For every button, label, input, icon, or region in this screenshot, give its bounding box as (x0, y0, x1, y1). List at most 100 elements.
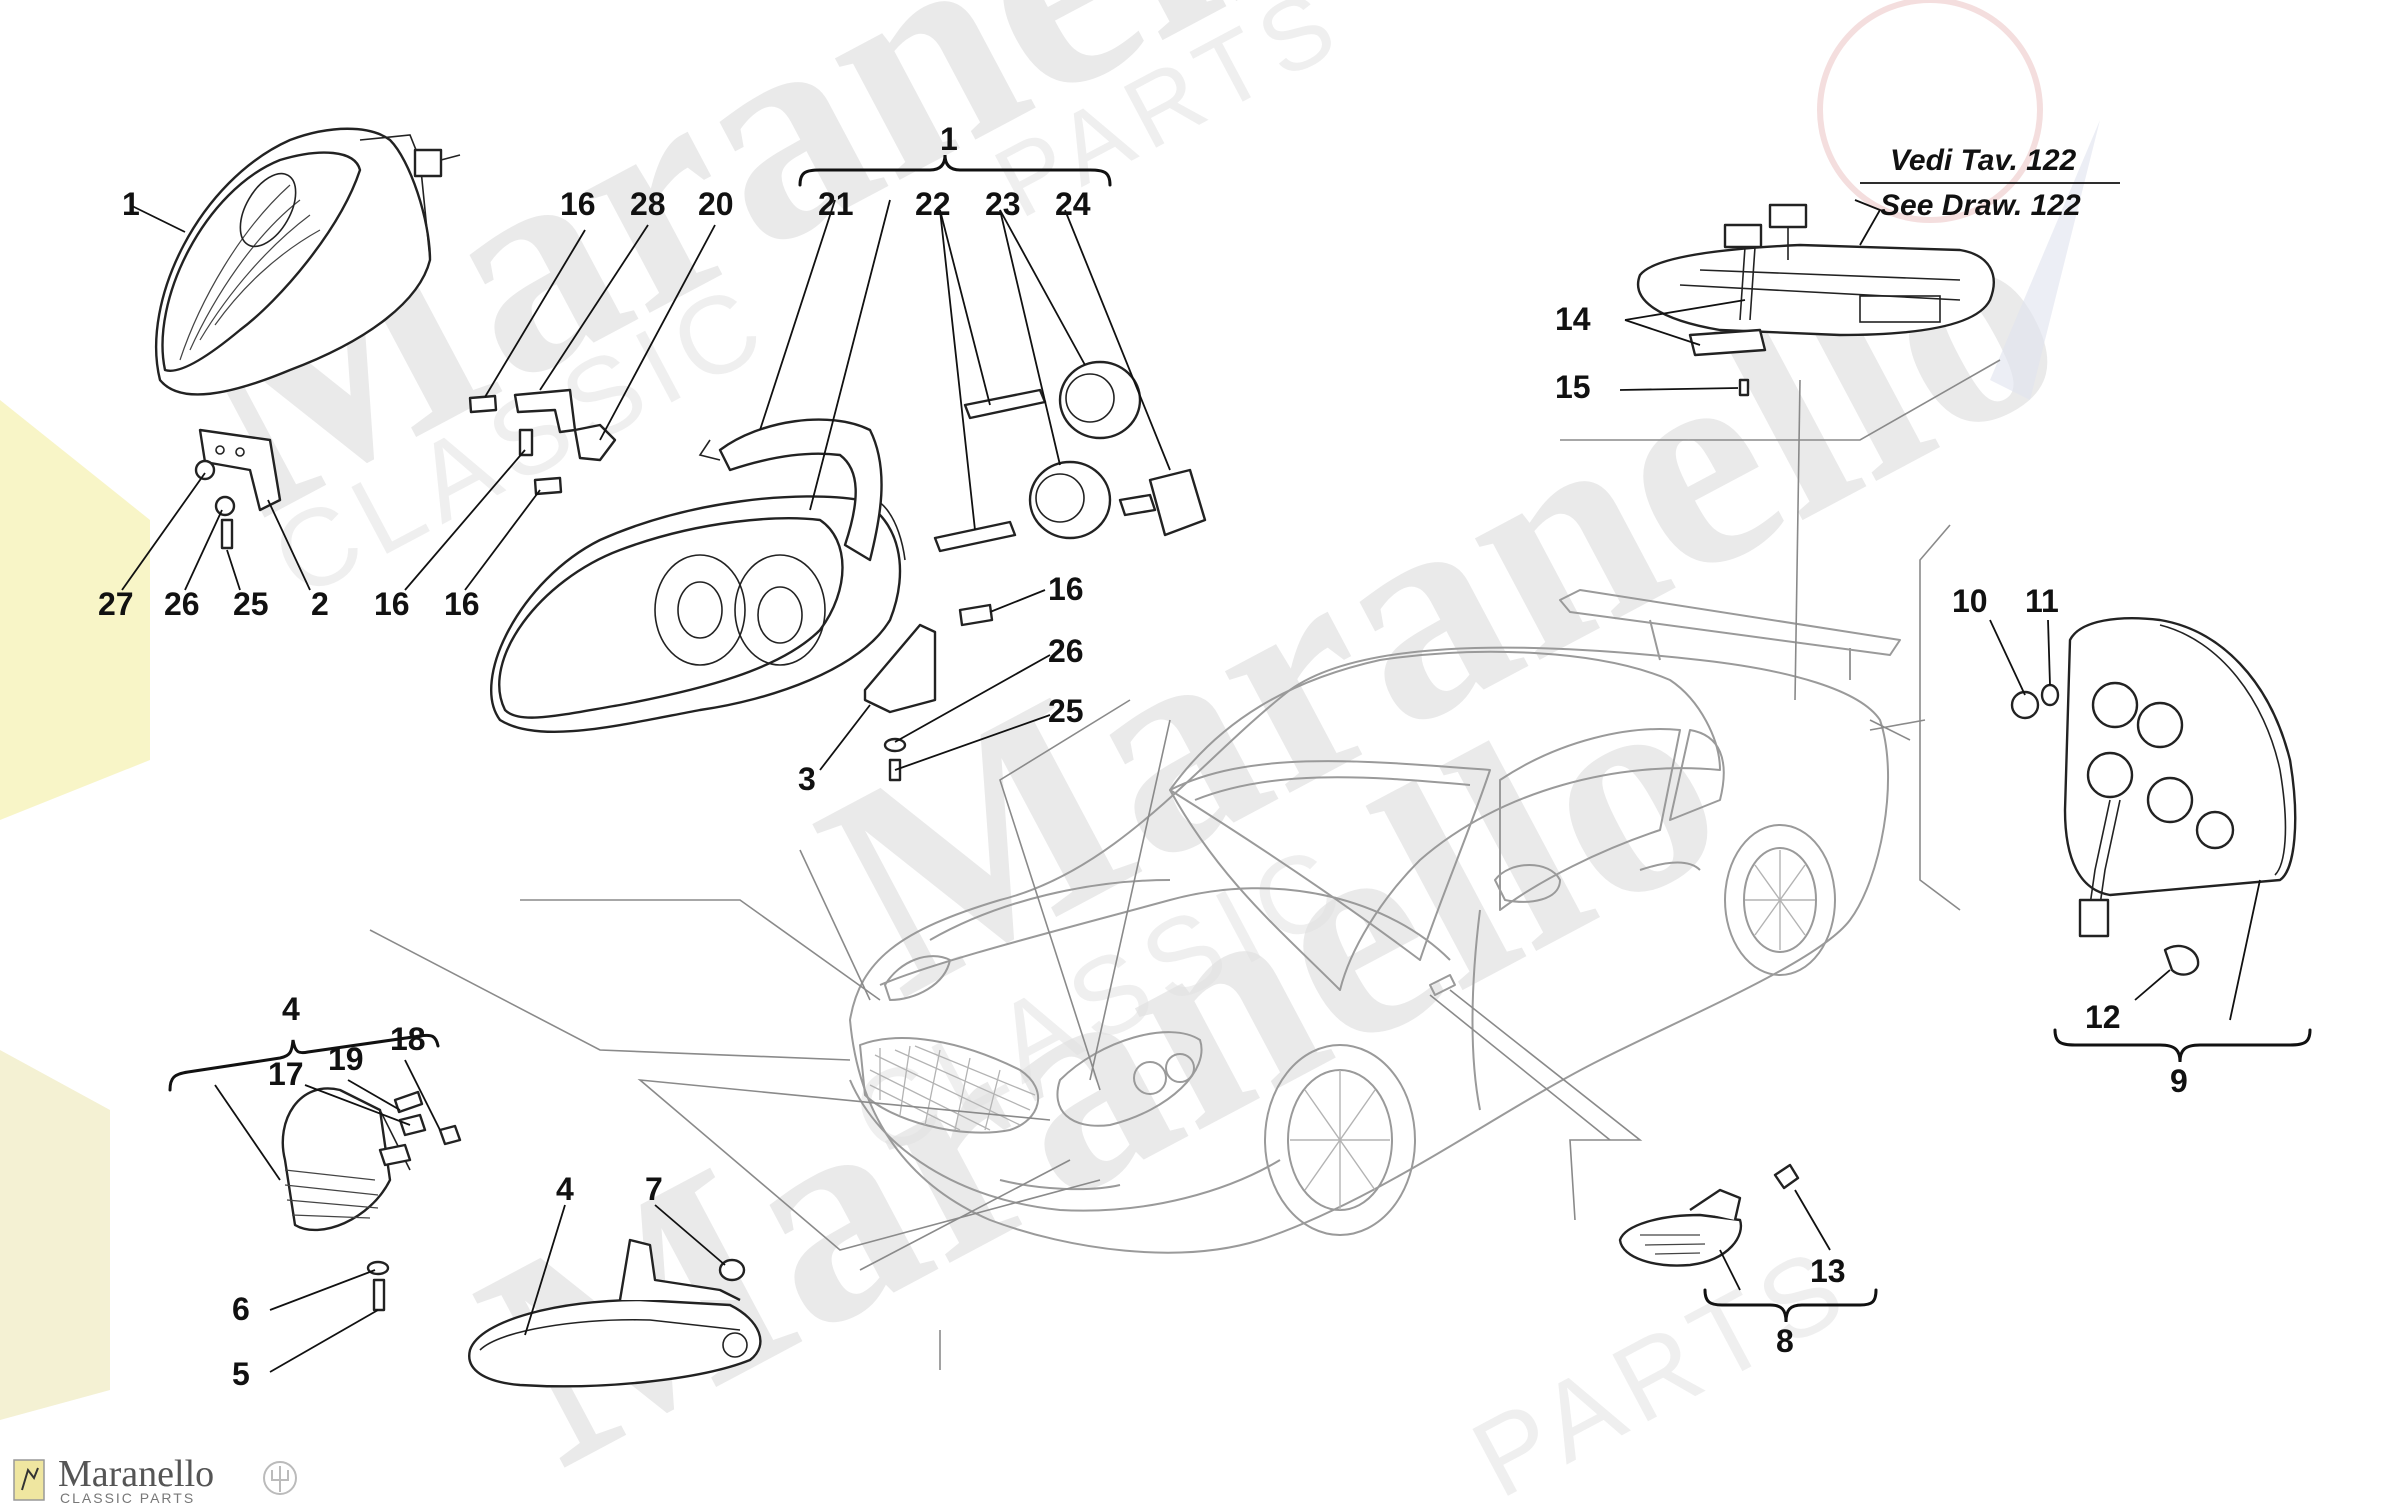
leader-21 (759, 199, 836, 431)
callout-16-d: 16 (1048, 571, 1084, 607)
leader-21b (809, 199, 891, 511)
car-mirror (1494, 864, 1561, 903)
leader-7 (654, 1204, 726, 1266)
headlight-exploded (404, 154, 1207, 782)
watermark-badge-left (0, 400, 150, 820)
logo-shield-icon (13, 1459, 45, 1501)
callout-13: 13 (1810, 1253, 1846, 1289)
callout-17: 17 (268, 1056, 304, 1092)
leader-6 (269, 1269, 376, 1311)
leader-14a (1624, 319, 1701, 346)
headlight-lens (161, 151, 362, 372)
reference-it: Vedi Tav. 122 (1890, 144, 2077, 177)
callout-22: 22 (915, 186, 951, 222)
logo-trident-mark (271, 1466, 289, 1492)
side-lamp-lens (479, 1318, 741, 1351)
guide-plate-light (1560, 359, 2001, 441)
leader-4b (524, 1204, 566, 1336)
plate-light-14 (1688, 328, 1767, 357)
washer-26 (214, 495, 236, 517)
callout-10: 10 (1952, 583, 1988, 619)
leader-22a (939, 209, 991, 406)
headlight-assembly-left (121, 127, 461, 591)
callout-19: 19 (328, 1041, 364, 1077)
leader-12 (2134, 969, 2171, 1001)
leader-5 (269, 1309, 379, 1373)
callout-23: 23 (985, 186, 1021, 222)
front-lamp-group (168, 1033, 462, 1373)
car-cabin (1169, 650, 1721, 991)
headlight-back (359, 134, 431, 261)
leader-18 (404, 1059, 441, 1131)
guide-headlight-2 (1089, 719, 1171, 1081)
leader-16a (484, 229, 586, 398)
callout-16-c: 16 (444, 586, 480, 622)
tail-socket-4 (2146, 776, 2194, 824)
callout-25-b: 25 (1048, 693, 1084, 729)
front-lamp-socket (378, 1143, 412, 1167)
leader-16d (989, 589, 1046, 613)
leader-24 (1064, 209, 1171, 471)
car-headlight-lens-2 (1165, 1053, 1195, 1083)
front-side-lamp (468, 1204, 762, 1388)
brace-group-1 (798, 154, 1112, 187)
bulb-12 (2163, 944, 2200, 976)
callout-11: 11 (2025, 583, 2059, 619)
tail-lamp-assembly (1989, 617, 2312, 1063)
callout-6: 6 (232, 1291, 250, 1327)
bulb-17 (398, 1113, 427, 1137)
side-lamp-body (468, 1298, 762, 1388)
side-repeater-body (1618, 1213, 1743, 1267)
leader-16b (404, 449, 526, 591)
logo-name: Maranello (58, 1453, 215, 1495)
callout-20: 20 (698, 186, 734, 222)
guide-plate-light-3 (1869, 719, 1911, 741)
nut-10 (2010, 690, 2040, 720)
callout-4-group: 4 (282, 991, 300, 1027)
screw-16-c (533, 476, 563, 496)
car-side-marker (1429, 974, 1456, 996)
cover-tab (698, 439, 721, 461)
car-side-window (1499, 728, 1681, 911)
callout-1-group: 1 (940, 121, 958, 157)
headlight-front-lens (498, 517, 844, 719)
bracket-hole (215, 445, 225, 455)
leader-26b (894, 654, 1051, 743)
side-repeater-back (1689, 1188, 1742, 1221)
headlight-reflector-left (677, 581, 723, 639)
bracket-28 (513, 388, 577, 434)
side-repeater-ribs (1640, 1234, 1706, 1255)
tail-socket-2 (2136, 701, 2184, 749)
brace-group-9 (2053, 1028, 2312, 1063)
cap-23-upper-inner (1065, 373, 1115, 423)
plate-light-connector (1723, 223, 1763, 249)
car-spoiler (1559, 589, 1901, 656)
guide-side-marker-2 (1429, 994, 1611, 1141)
logo-trident-icon (263, 1461, 297, 1495)
leader-8 (1719, 1249, 1741, 1291)
guide-plate-light-2 (1794, 379, 1801, 701)
car-front-spokes (1290, 1070, 1390, 1210)
motor-24-shaft (1118, 493, 1157, 517)
headlight-lens-ribs (179, 184, 321, 361)
car-hood-crease (929, 879, 1171, 941)
car-grille (859, 1037, 1040, 1134)
callout-3: 3 (798, 761, 816, 797)
headlight-lens-right (734, 554, 826, 666)
tail-lamp-connector (2078, 898, 2110, 938)
car-hood-line (879, 887, 1451, 986)
callout-26: 26 (164, 586, 200, 622)
car-headlight-right (1056, 1031, 1203, 1127)
watermark-badge-left-2 (0, 1050, 110, 1420)
bulb-13 (1773, 1163, 1800, 1190)
callout-labels: 1 27 26 25 2 16 28 20 16 16 1 21 22 23 2… (98, 121, 2188, 1392)
car-front-wheel (1264, 1044, 1416, 1236)
guide-front-lamp (369, 929, 851, 1061)
headlight-wire (440, 154, 461, 161)
leader-10 (1989, 619, 2026, 696)
plate-light-wires (1739, 227, 1789, 321)
callout-2: 2 (311, 586, 329, 622)
tail-lamp-lens-edge (2159, 624, 2287, 876)
callout-4-lamp: 4 (556, 1171, 574, 1207)
